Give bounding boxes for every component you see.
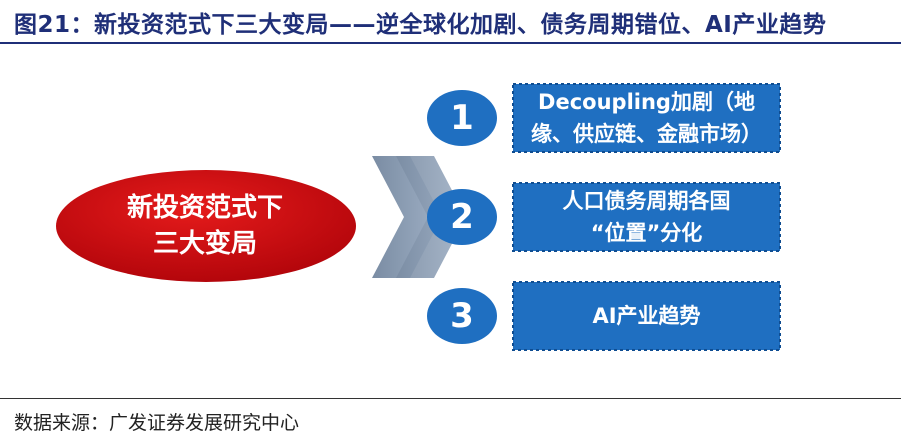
item-box-3 xyxy=(512,281,781,351)
number-circle-1 xyxy=(427,90,497,146)
item-box-1 xyxy=(512,83,781,153)
diagram-graphics xyxy=(56,83,781,351)
item-label-1: Decoupling加剧（地 缘、供应链、金融市场） xyxy=(531,90,762,146)
item-label-3: AI产业趋势 xyxy=(592,304,701,328)
item-number-2: 2 xyxy=(450,197,474,237)
diagram: 新投资范式下 三大变局 1 2 3 Decoupling加剧（地 缘、供应链、金… xyxy=(0,44,901,398)
center-label: 新投资范式下 三大变局 xyxy=(126,193,283,259)
header: 图21：新投资范式下三大变局——逆全球化加剧、债务周期错位、AI产业趋势 xyxy=(0,0,901,44)
source-note: 数据来源：广发证券发展研究中心 xyxy=(14,412,300,434)
number-circle-2 xyxy=(427,189,497,245)
item-number-1: 1 xyxy=(450,98,474,138)
item-number-3: 3 xyxy=(450,296,474,336)
page-title: 图21：新投资范式下三大变局——逆全球化加剧、债务周期错位、AI产业趋势 xyxy=(14,12,827,38)
item-box-2 xyxy=(512,182,781,252)
item-label-2: 人口债务周期各国 “位置”分化 xyxy=(562,189,731,245)
footer: 数据来源：广发证券发展研究中心 xyxy=(0,398,901,438)
number-circle-3 xyxy=(427,288,497,344)
center-ellipse xyxy=(56,170,356,282)
